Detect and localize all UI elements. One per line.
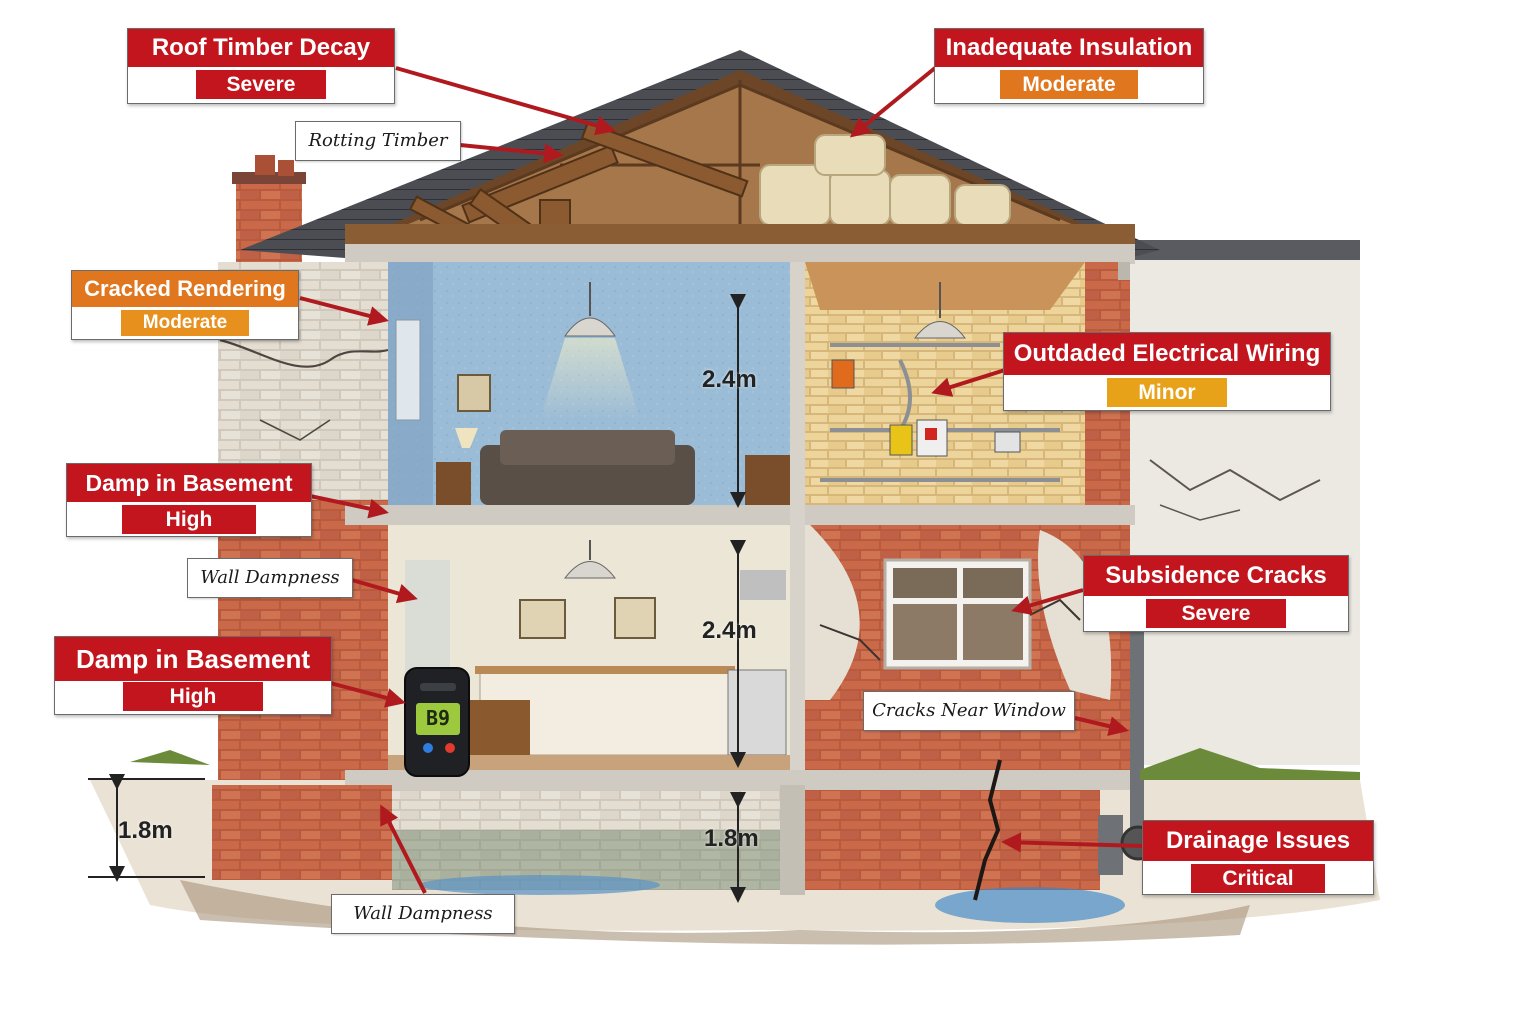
- callout-subsidence-cracks: Subsidence Cracks Severe: [1083, 555, 1349, 632]
- tag-cracks-near-window: Cracks Near Window: [863, 691, 1075, 731]
- callout-damp-in-basement-lower: Damp in Basement High: [54, 636, 332, 715]
- callout-title: Cracked Rendering: [72, 271, 298, 307]
- callout-title: Inadequate Insulation: [935, 29, 1203, 67]
- callout-title: Drainage Issues: [1143, 821, 1373, 861]
- upper-room-height-label: 2.4m: [702, 366, 757, 393]
- ground-room-height-label: 2.4m: [702, 617, 757, 644]
- severity-badge: Minor: [1107, 378, 1227, 407]
- tag-wall-dampness-lower: Wall Dampness: [331, 894, 515, 934]
- callout-title: Subsidence Cracks: [1084, 556, 1348, 596]
- tag-wall-dampness-upper: Wall Dampness: [187, 558, 353, 598]
- severity-badge: Severe: [196, 70, 326, 99]
- severity-badge: Severe: [1146, 599, 1286, 628]
- tag-rotting-timber: Rotting Timber: [295, 121, 461, 161]
- callout-cracked-rendering: Cracked Rendering Moderate: [71, 270, 299, 340]
- callout-outdated-electrical-wiring: Outdaded Electrical Wiring Minor: [1003, 332, 1331, 411]
- severity-badge: Critical: [1191, 864, 1325, 893]
- moisture-meter-reading: B9: [426, 706, 451, 730]
- callout-title: Outdaded Electrical Wiring: [1004, 333, 1330, 375]
- callout-title: Damp in Basement: [67, 464, 311, 502]
- severity-badge: Moderate: [1000, 70, 1138, 99]
- basement-depth-label-left: 1.8m: [118, 817, 173, 844]
- moisture-meter: [404, 667, 470, 777]
- severity-badge: High: [123, 682, 263, 711]
- callout-damp-in-basement-upper: Damp in Basement High: [66, 463, 312, 537]
- severity-badge: Moderate: [121, 310, 249, 336]
- callout-drainage-issues: Drainage Issues Critical: [1142, 820, 1374, 895]
- callout-title: Damp in Basement: [55, 637, 331, 681]
- basement-depth-label-center: 1.8m: [704, 825, 759, 852]
- callout-roof-timber-decay: Roof Timber Decay Severe: [127, 28, 395, 104]
- callout-title: Roof Timber Decay: [128, 29, 394, 67]
- callout-inadequate-insulation: Inadequate Insulation Moderate: [934, 28, 1204, 104]
- severity-badge: High: [122, 505, 256, 534]
